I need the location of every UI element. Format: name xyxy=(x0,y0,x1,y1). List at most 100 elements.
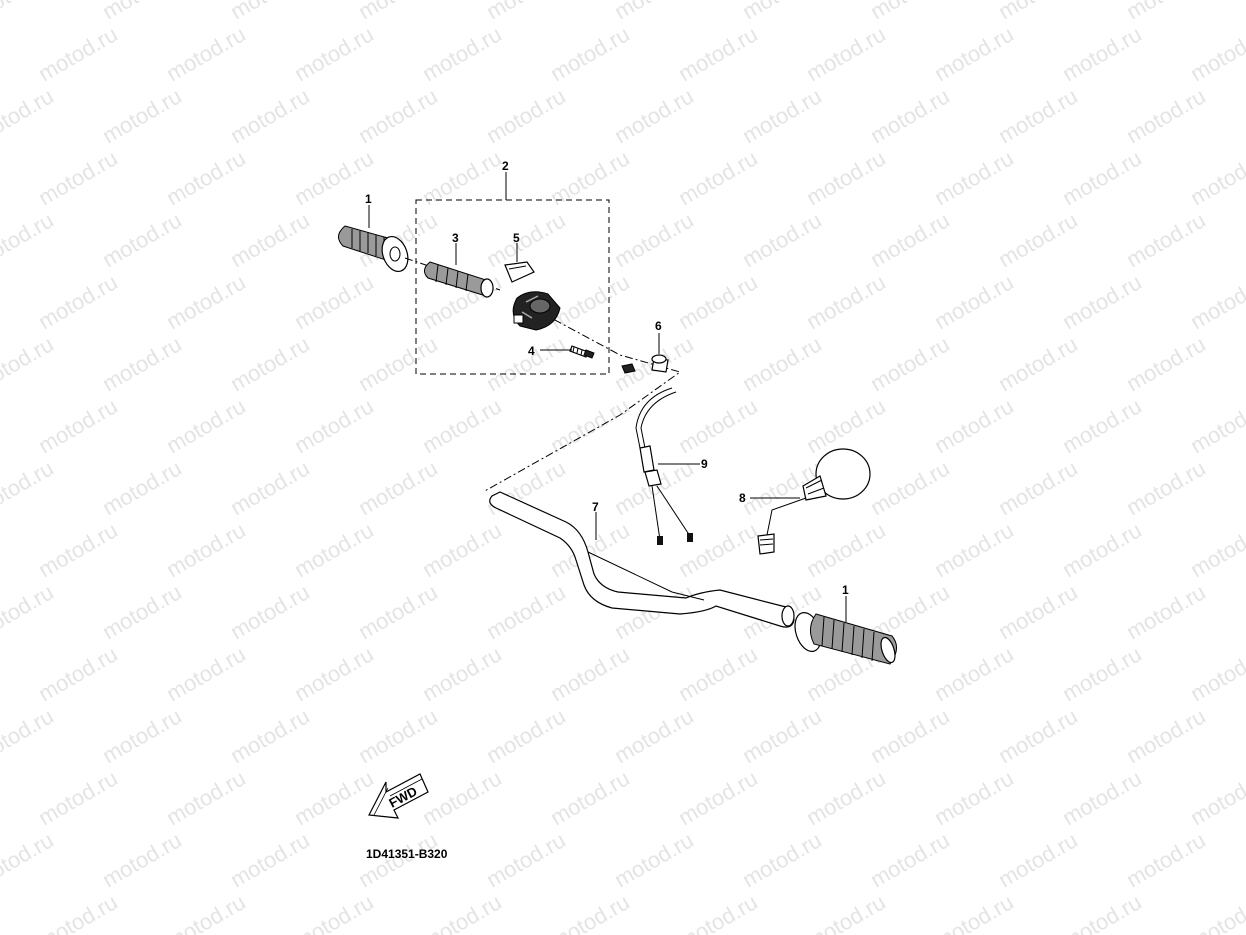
watermark-text: motod.ru xyxy=(994,331,1082,396)
watermark-text: motod.ru xyxy=(482,703,570,768)
watermark-text: motod.ru xyxy=(98,0,186,24)
watermark-text: motod.ru xyxy=(0,83,58,148)
watermark-text: motod.ru xyxy=(994,0,1082,24)
watermark-text: motod.ru xyxy=(546,765,634,830)
watermark-text: motod.ru xyxy=(98,455,186,520)
watermark-text: motod.ru xyxy=(994,83,1082,148)
watermark-text: motod.ru xyxy=(930,393,1018,458)
watermark-text: motod.ru xyxy=(34,21,122,86)
watermark-text: motod.ru xyxy=(1186,393,1246,458)
watermark-text: motod.ru xyxy=(482,827,570,892)
watermark-text: motod.ru xyxy=(802,145,890,210)
watermark-text: motod.ru xyxy=(162,641,250,706)
watermark-text: motod.ru xyxy=(418,145,506,210)
watermark-text: motod.ru xyxy=(354,455,442,520)
watermark-text: motod.ru xyxy=(290,393,378,458)
watermark-text: motod.ru xyxy=(866,455,954,520)
watermark-text: motod.ru xyxy=(98,827,186,892)
watermark-text: motod.ru xyxy=(802,269,890,334)
watermark-text: motod.ru xyxy=(1186,641,1246,706)
watermark-text: motod.ru xyxy=(290,21,378,86)
callout-6-collar: 6 xyxy=(655,319,662,333)
watermark-text: motod.ru xyxy=(0,827,58,892)
watermark-text: motod.ru xyxy=(1058,393,1146,458)
watermark-text: motod.ru xyxy=(930,889,1018,935)
watermark-text: motod.ru xyxy=(610,207,698,272)
watermark-text: motod.ru xyxy=(1186,765,1246,830)
watermark-text: motod.ru xyxy=(610,83,698,148)
watermark-text: motod.ru xyxy=(162,889,250,935)
watermark-text: motod.ru xyxy=(1186,889,1246,935)
watermark-text: motod.ru xyxy=(866,207,954,272)
callout-2-group: 2 xyxy=(502,159,509,173)
watermark-text: motod.ru xyxy=(34,393,122,458)
watermark-text: motod.ru xyxy=(674,393,762,458)
callout-9-cable: 9 xyxy=(701,457,708,471)
watermark-text: motod.ru xyxy=(482,579,570,644)
watermark-text: motod.ru xyxy=(866,83,954,148)
callout-8-mirror: 8 xyxy=(739,491,746,505)
watermark-text: motod.ru xyxy=(418,393,506,458)
watermark-text: motod.ru xyxy=(290,641,378,706)
watermark-text: motod.ru xyxy=(1058,269,1146,334)
grip-right[interactable] xyxy=(790,609,897,665)
watermark-text: motod.ru xyxy=(162,393,250,458)
watermark-text: motod.ru xyxy=(610,0,698,24)
watermark-text: motod.ru xyxy=(1186,21,1246,86)
watermark-text: motod.ru xyxy=(738,83,826,148)
watermark-text: motod.ru xyxy=(290,765,378,830)
watermark-text: motod.ru xyxy=(994,827,1082,892)
watermark-text: motod.ru xyxy=(354,579,442,644)
mirror[interactable] xyxy=(757,448,871,555)
watermark-text: motod.ru xyxy=(34,269,122,334)
watermark-text: motod.ru xyxy=(1058,145,1146,210)
watermark-text: motod.ru xyxy=(482,331,570,396)
watermark-text: motod.ru xyxy=(930,21,1018,86)
watermark-text: motod.ru xyxy=(0,703,58,768)
watermark-text: motod.ru xyxy=(354,703,442,768)
watermark-text: motod.ru xyxy=(866,703,954,768)
watermark-text: motod.ru xyxy=(418,889,506,935)
watermark-text: motod.ru xyxy=(98,579,186,644)
watermark-text: motod.ru xyxy=(354,83,442,148)
handlebar[interactable] xyxy=(489,491,795,628)
watermark-text: motod.ru xyxy=(1058,517,1146,582)
callout-7-handlebar: 7 xyxy=(592,500,599,514)
watermark-text: motod.ru xyxy=(1058,21,1146,86)
callout-3-tube: 3 xyxy=(452,231,459,245)
watermark-text: motod.ru xyxy=(738,207,826,272)
watermark-text: motod.ru xyxy=(34,517,122,582)
throttle-cable[interactable] xyxy=(635,387,693,545)
throttle-plate[interactable] xyxy=(504,261,535,283)
watermark-text: motod.ru xyxy=(354,0,442,24)
watermark-text: motod.ru xyxy=(610,703,698,768)
throttle-grip-tube[interactable] xyxy=(424,261,494,298)
watermark-text: motod.ru xyxy=(802,889,890,935)
watermark-text: motod.ru xyxy=(290,889,378,935)
watermark-text: motod.ru xyxy=(290,517,378,582)
watermark-text: motod.ru xyxy=(162,765,250,830)
watermark-text: motod.ru xyxy=(226,827,314,892)
watermark-text: motod.ru xyxy=(290,269,378,334)
watermark-text: motod.ru xyxy=(98,331,186,396)
watermark-text: motod.ru xyxy=(610,455,698,520)
watermark-text: motod.ru xyxy=(0,579,58,644)
watermark-text: motod.ru xyxy=(546,21,634,86)
lock-nut[interactable] xyxy=(621,363,636,374)
watermark-text: motod.ru xyxy=(162,21,250,86)
grip-left[interactable] xyxy=(338,225,412,275)
watermark-text: motod.ru xyxy=(802,765,890,830)
watermark-text: motod.ru xyxy=(802,517,890,582)
watermark-text: motod.ru xyxy=(994,703,1082,768)
watermark-text: motod.ru xyxy=(1122,83,1210,148)
watermark-text: motod.ru xyxy=(546,393,634,458)
watermark-text: motod.ru xyxy=(674,765,762,830)
watermark-text: motod.ru xyxy=(354,331,442,396)
diagram-code: 1D41351-B320 xyxy=(366,847,448,861)
collar[interactable] xyxy=(651,354,669,373)
watermark-text: motod.ru xyxy=(930,765,1018,830)
throttle-housing[interactable] xyxy=(512,291,561,331)
cable-adjuster[interactable] xyxy=(569,345,595,359)
